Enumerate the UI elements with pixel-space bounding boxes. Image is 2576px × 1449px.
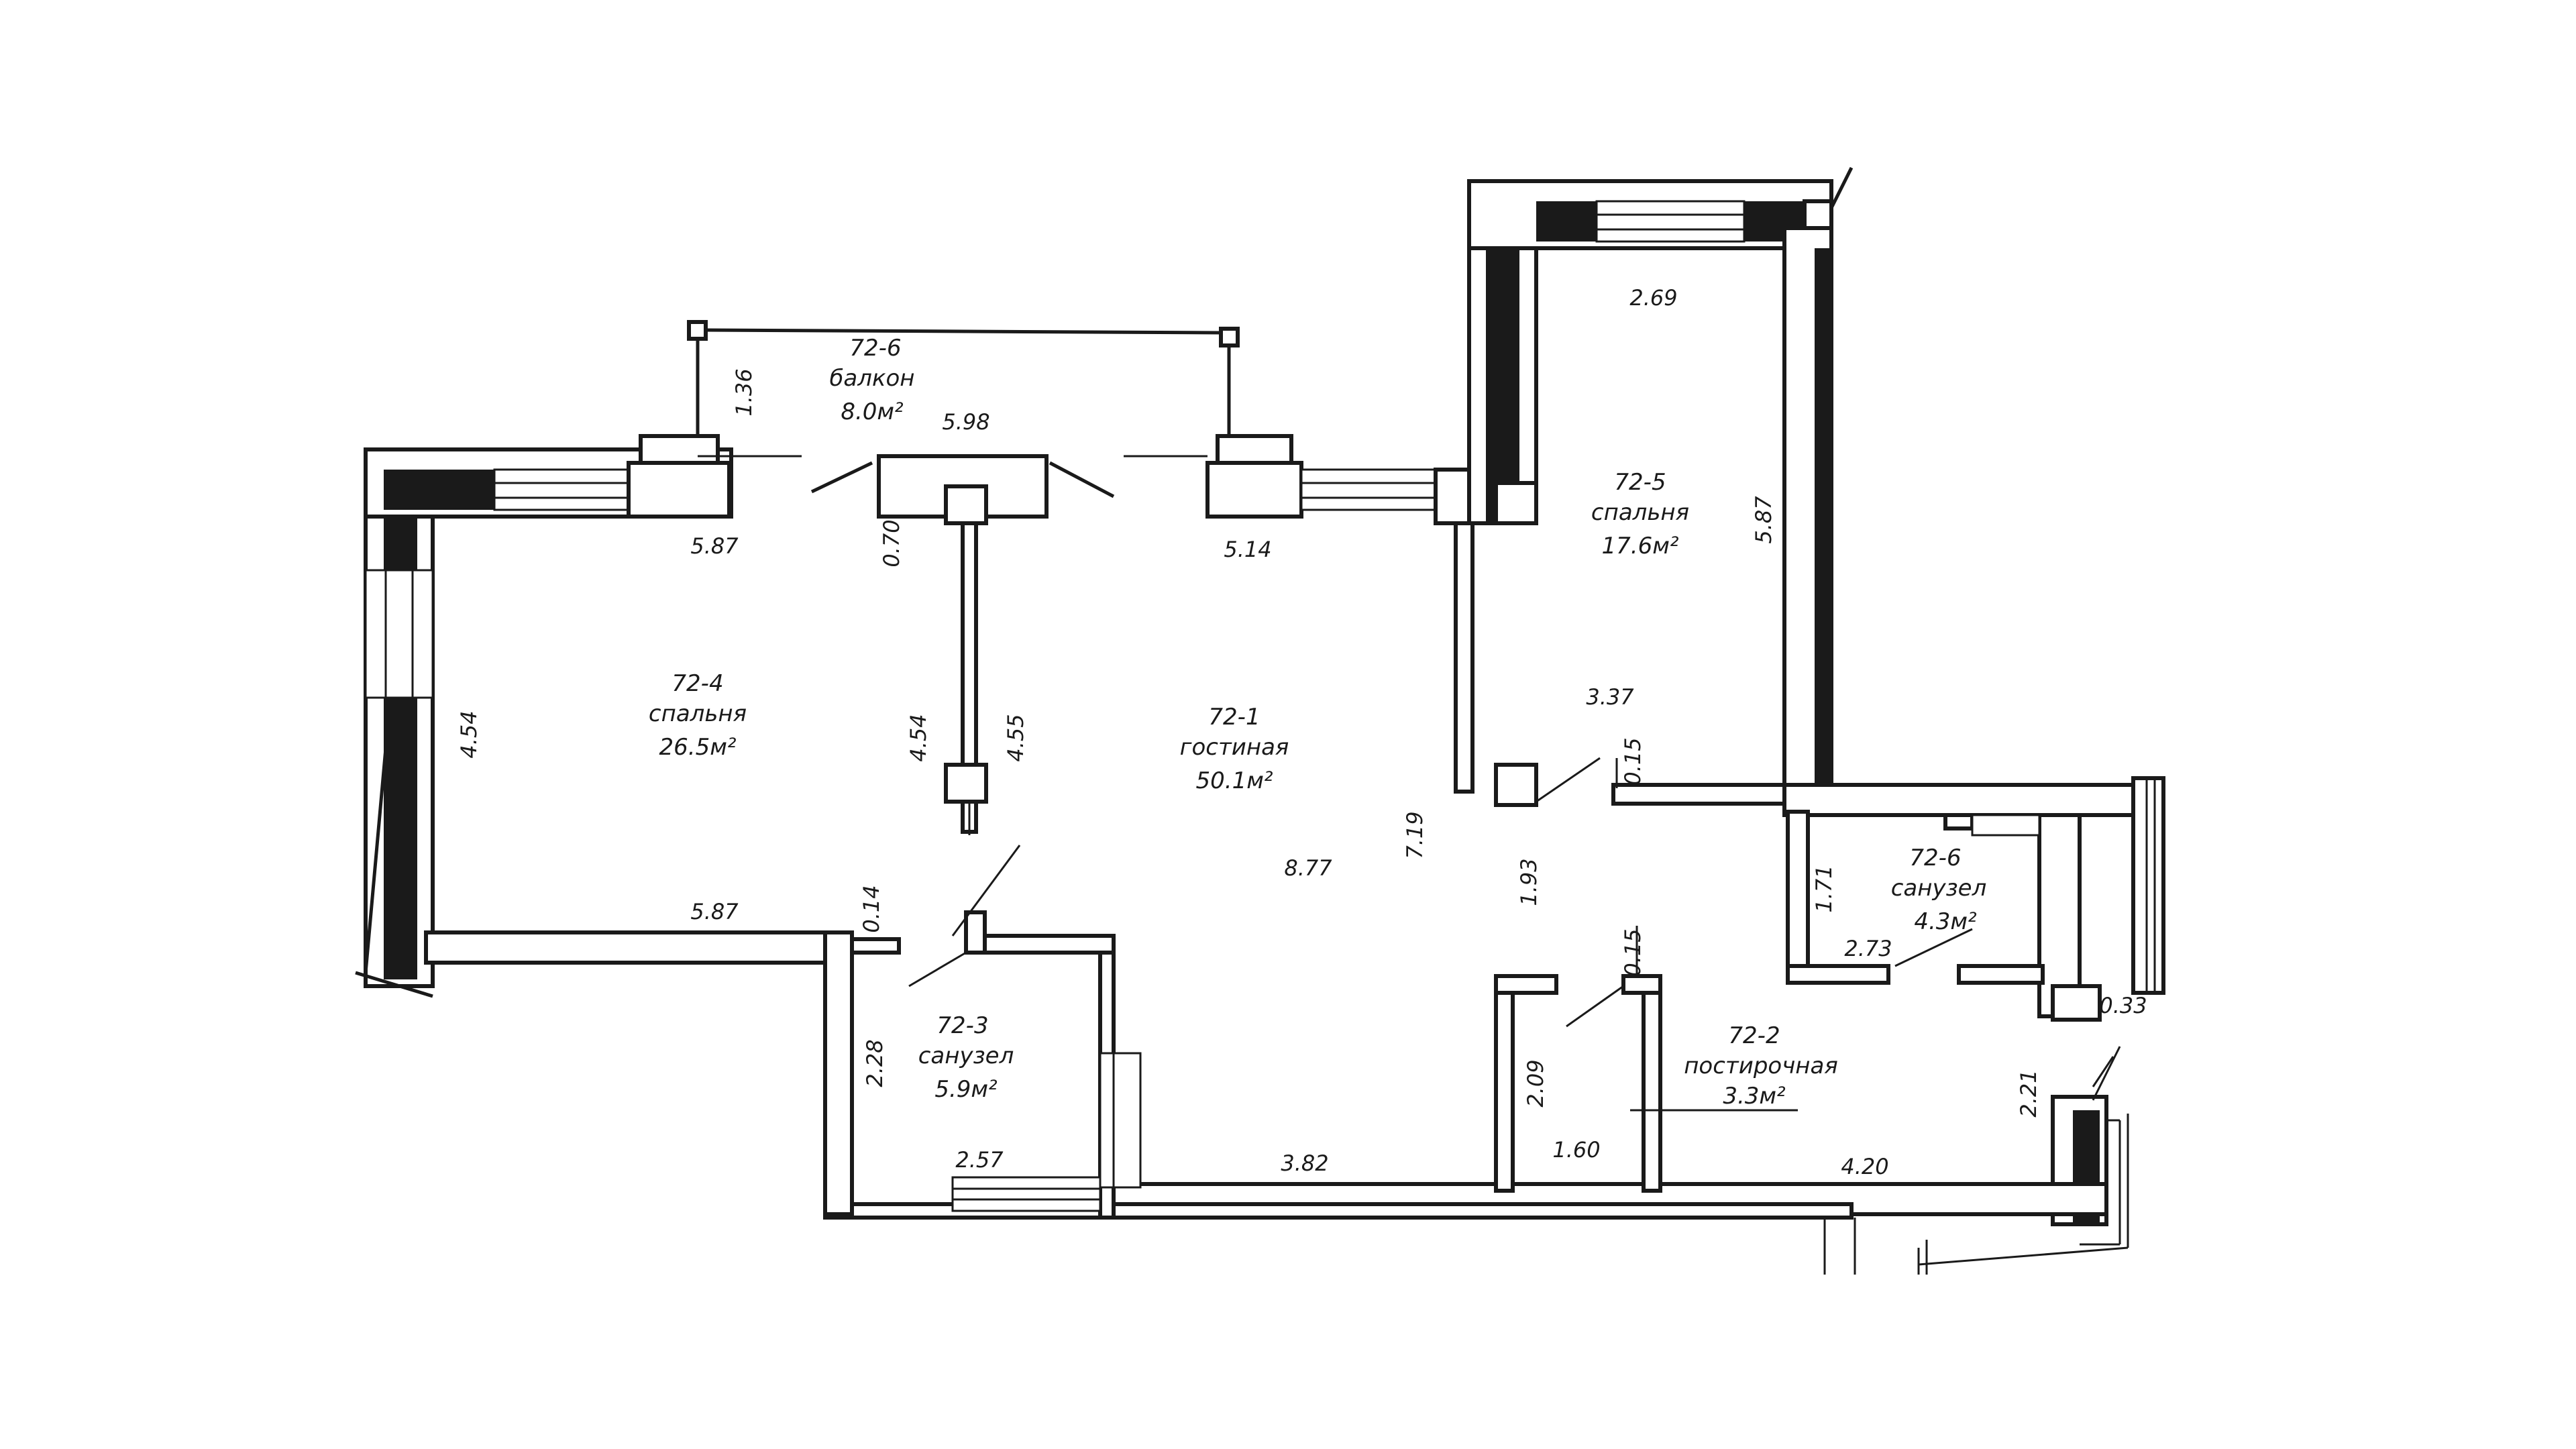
dim-r3-height: 2.28 bbox=[862, 1039, 888, 1087]
dim-r4-top: 5.87 bbox=[690, 533, 739, 559]
dim-wall-015-a: 0.15 bbox=[1620, 737, 1646, 785]
dimension-labels: 1.36 5.98 5.87 5.87 4.54 4.54 0.70 4.55 … bbox=[456, 285, 2147, 1179]
dim-bottom-mid: 3.82 bbox=[1281, 1150, 1328, 1176]
room-72-6-bath-name: санузел bbox=[1891, 875, 1987, 902]
dim-r3-bottom: 2.57 bbox=[955, 1147, 1004, 1173]
dim-living-width: 8.77 bbox=[1284, 855, 1332, 881]
dim-wall-014: 0.14 bbox=[859, 885, 884, 932]
room-72-1-area: 50.1м² bbox=[1196, 767, 1273, 794]
room-72-1-id: 72-1 bbox=[1208, 704, 1260, 731]
dim-corridor: 1.93 bbox=[1516, 858, 1542, 906]
room-72-6-balcony-area: 8.0м² bbox=[841, 398, 904, 425]
room-72-4-id: 72-4 bbox=[672, 670, 723, 697]
room-72-6-bath-area: 4.3м² bbox=[1914, 908, 1977, 935]
room-72-1-name: гостиная bbox=[1180, 734, 1289, 761]
balcony bbox=[687, 320, 1240, 498]
dim-bottom-right: 4.20 bbox=[1841, 1154, 1888, 1179]
room-labels: 72-1 гостиная 50.1м² 72-2 постирочная 3.… bbox=[649, 335, 1987, 1112]
walls bbox=[355, 166, 2165, 1275]
room-72-3-name: санузел bbox=[918, 1042, 1014, 1069]
dim-balcony-width: 5.98 bbox=[942, 409, 989, 435]
dim-r6-offset: 0.33 bbox=[2099, 993, 2147, 1018]
room-72-6-bath-id: 72-6 bbox=[1909, 845, 1961, 871]
room-72-5-area: 17.6м² bbox=[1602, 533, 1679, 559]
dim-living-depth: 7.19 bbox=[1402, 811, 1428, 859]
dim-living-top: 5.14 bbox=[1224, 537, 1271, 562]
dim-r6-height: 1.71 bbox=[1811, 865, 1837, 912]
room-72-4-name: спальня bbox=[649, 700, 747, 727]
room-72-6-balcony-id: 72-6 bbox=[849, 335, 901, 362]
room-72-2-id: 72-2 bbox=[1728, 1022, 1780, 1049]
dim-r5-right: 5.87 bbox=[1751, 496, 1776, 544]
room-72-5-id: 72-5 bbox=[1614, 469, 1666, 496]
dim-r2-height: 2.09 bbox=[1523, 1059, 1548, 1107]
dim-r4-bottom: 5.87 bbox=[690, 899, 739, 924]
dim-r2-width: 1.60 bbox=[1552, 1137, 1600, 1163]
dim-balcony-depth: 1.36 bbox=[731, 368, 757, 416]
room-72-3-area: 5.9м² bbox=[934, 1076, 998, 1103]
room-72-6-balcony-name: балкон bbox=[829, 365, 914, 392]
room-72-3-id: 72-3 bbox=[936, 1012, 988, 1039]
dim-r5-top: 2.69 bbox=[1629, 285, 1677, 311]
dim-wall-015-b: 0.15 bbox=[1620, 928, 1646, 976]
room-72-2-area: 3.3м² bbox=[1723, 1083, 1786, 1110]
dim-partition-gap: 0.70 bbox=[879, 519, 904, 567]
dim-right-depth: 2.21 bbox=[2016, 1069, 2041, 1117]
dim-partition-len: 4.55 bbox=[1003, 714, 1028, 761]
room-72-5-name: спальня bbox=[1591, 499, 1689, 526]
dim-r5-bottom: 3.37 bbox=[1586, 684, 1634, 710]
room-72-4-area: 26.5м² bbox=[659, 734, 737, 761]
dim-r6-width: 2.73 bbox=[1844, 936, 1892, 961]
room-72-2-name: постирочная bbox=[1684, 1053, 1838, 1079]
dim-r4-left: 4.54 bbox=[456, 710, 482, 758]
dim-r4-right: 4.54 bbox=[906, 714, 931, 761]
